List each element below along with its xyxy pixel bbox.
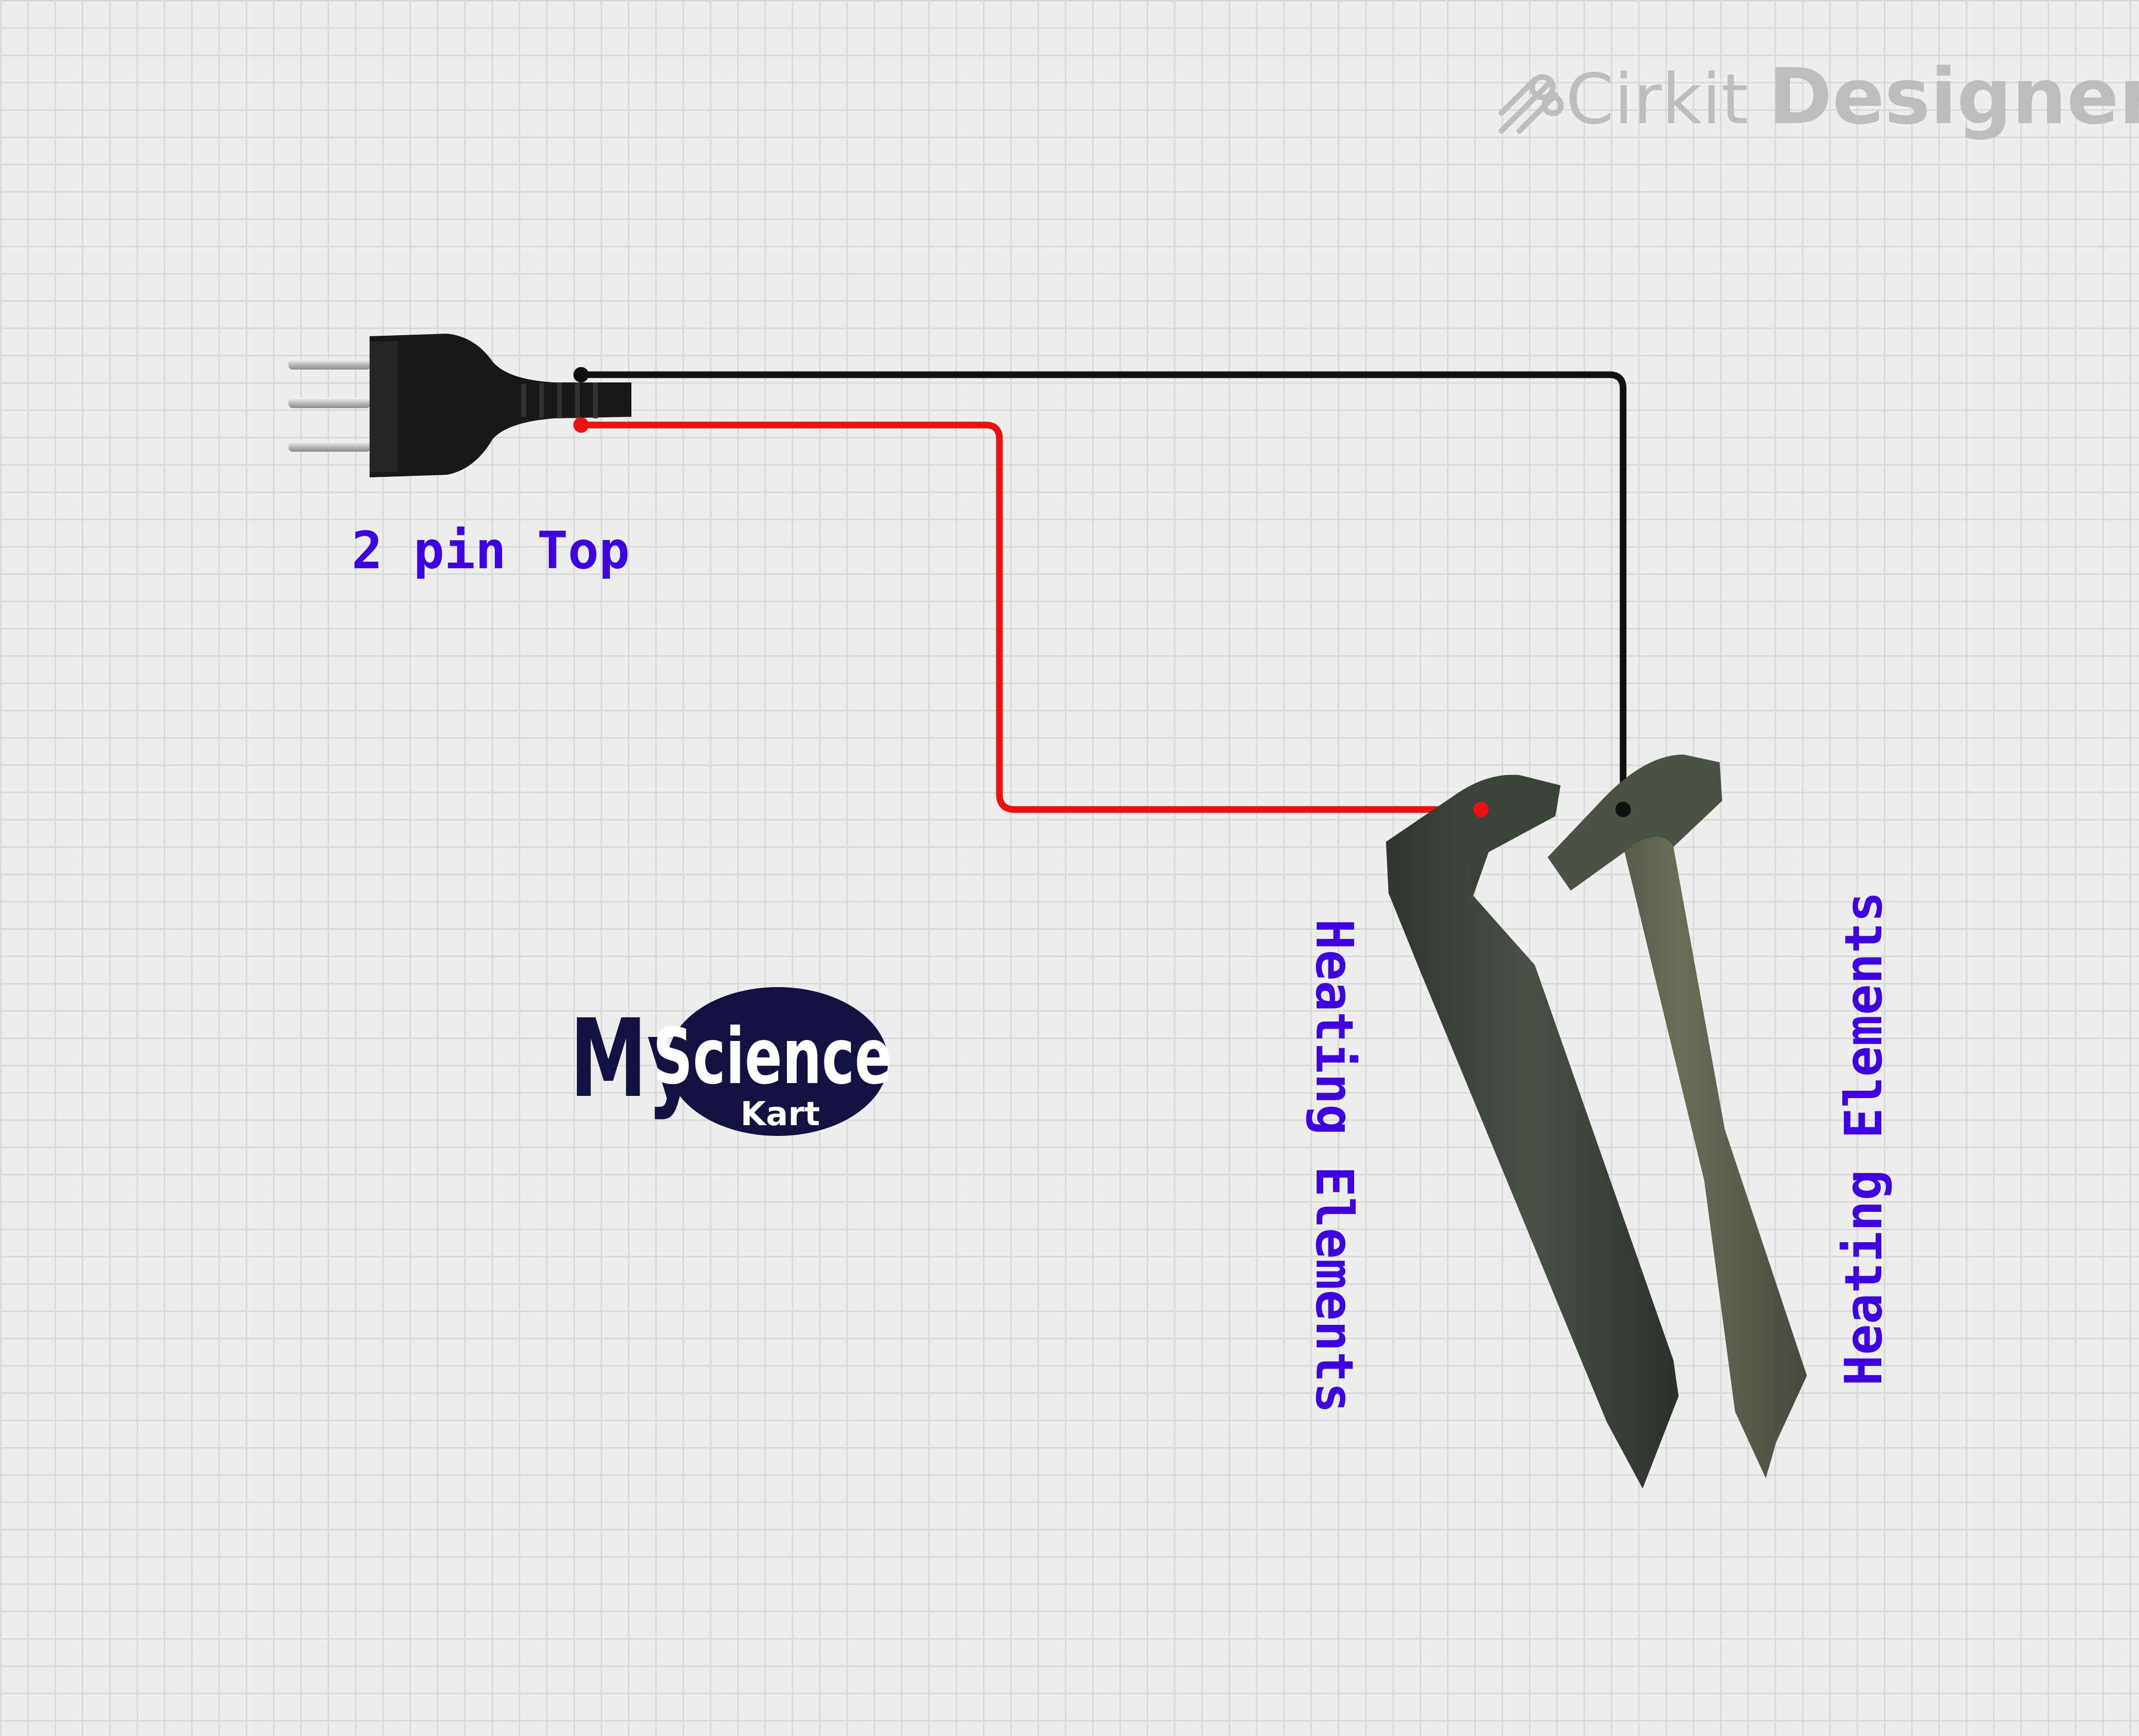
cirkit-designer-watermark: Cirkit Designer: [1498, 52, 2139, 142]
heating-element-2-label: Heating Elements: [1834, 892, 1894, 1386]
heating-element-icon[interactable]: [1548, 755, 1807, 1478]
logo-word-science: Science: [653, 1012, 892, 1101]
plug-face: [370, 341, 398, 472]
brand-name-designer: Designer: [1768, 52, 2139, 142]
plug-terminal-red[interactable]: [573, 417, 589, 433]
heating-element-1-terminal[interactable]: [1473, 802, 1489, 817]
cirkit-logo-icon: [1498, 74, 1564, 134]
red-wire[interactable]: [581, 421, 1481, 813]
heating-element-1-label: Heating Elements: [1304, 919, 1364, 1413]
plug-pin-top: [288, 359, 371, 370]
plug-grip-lines: [521, 382, 598, 418]
plug-label: 2 pin Top: [352, 520, 630, 581]
plug-terminal-black[interactable]: [573, 367, 589, 382]
logo-oval: [667, 987, 888, 1136]
plug-icon[interactable]: [288, 334, 631, 477]
logo-word-kart: Kart: [741, 1095, 820, 1133]
heating-element-1-body: [1386, 775, 1679, 1489]
heating-element-2-fold: [1548, 755, 1722, 891]
heating-element-2-body: [1548, 837, 1807, 1478]
brand-name-cirkit: Cirkit: [1566, 59, 1748, 140]
myscience-kart-logo: My Science Kart: [570, 987, 892, 1136]
black-wire[interactable]: [581, 371, 1627, 809]
heating-element-2-terminal[interactable]: [1615, 802, 1631, 817]
plug-pin-middle: [288, 398, 371, 408]
heating-element-icon[interactable]: [1386, 775, 1679, 1489]
plug-pin-bottom: [288, 441, 371, 452]
plug-body: [370, 334, 631, 477]
heating-element-1-fold: [1458, 775, 1560, 896]
